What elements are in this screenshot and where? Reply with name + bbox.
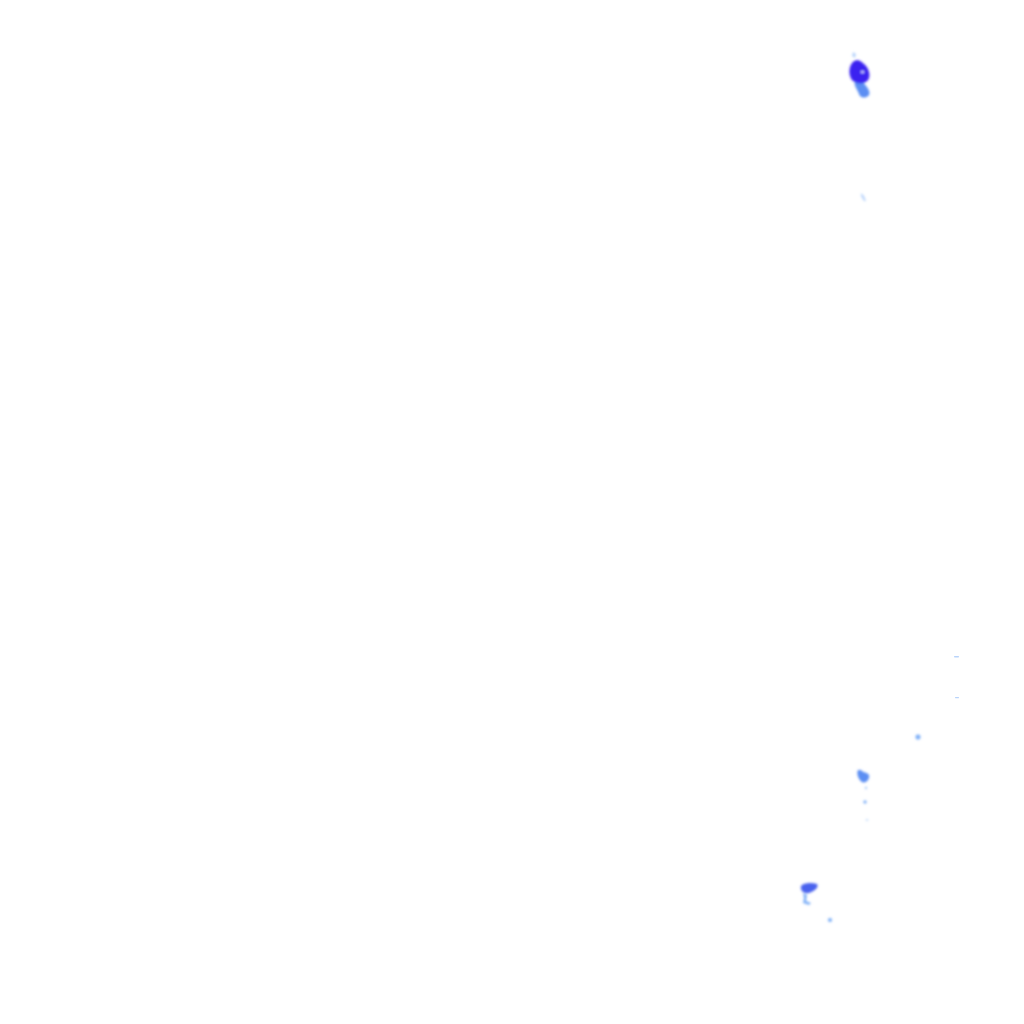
radar-cell-north-cluster — [849, 52, 870, 98]
radar-cell-north-tiny — [861, 193, 866, 201]
radar-cell-north-cluster-core — [849, 60, 870, 84]
radar-cell-east-dash-2 — [955, 697, 959, 699]
radar-cell-southeast-cluster — [857, 770, 870, 821]
radar-cell-east-dashes — [915, 656, 959, 740]
radar-cell-southeast-dot-1 — [863, 800, 867, 804]
radar-cell-north-small-streak — [861, 193, 866, 201]
radar-cell-north-faint-trace — [852, 52, 856, 58]
radar-cell-south-tail — [803, 893, 811, 905]
radar-cell-south-cluster — [800, 882, 832, 922]
radar-cell-north-core-highlight — [861, 71, 864, 73]
radar-cell-south-light-dot — [828, 918, 832, 922]
radar-cell-north-cluster-ring — [860, 86, 869, 97]
radar-cell-south-main — [800, 882, 818, 894]
radar-cell-east-dash-1 — [954, 656, 959, 658]
radar-cell-southeast-main — [857, 770, 870, 783]
radar-cell-southeast-dot-2 — [866, 819, 868, 821]
radar-cell-southeast-dot-3 — [864, 786, 868, 790]
radar-cell-east-light-dot — [915, 734, 921, 740]
